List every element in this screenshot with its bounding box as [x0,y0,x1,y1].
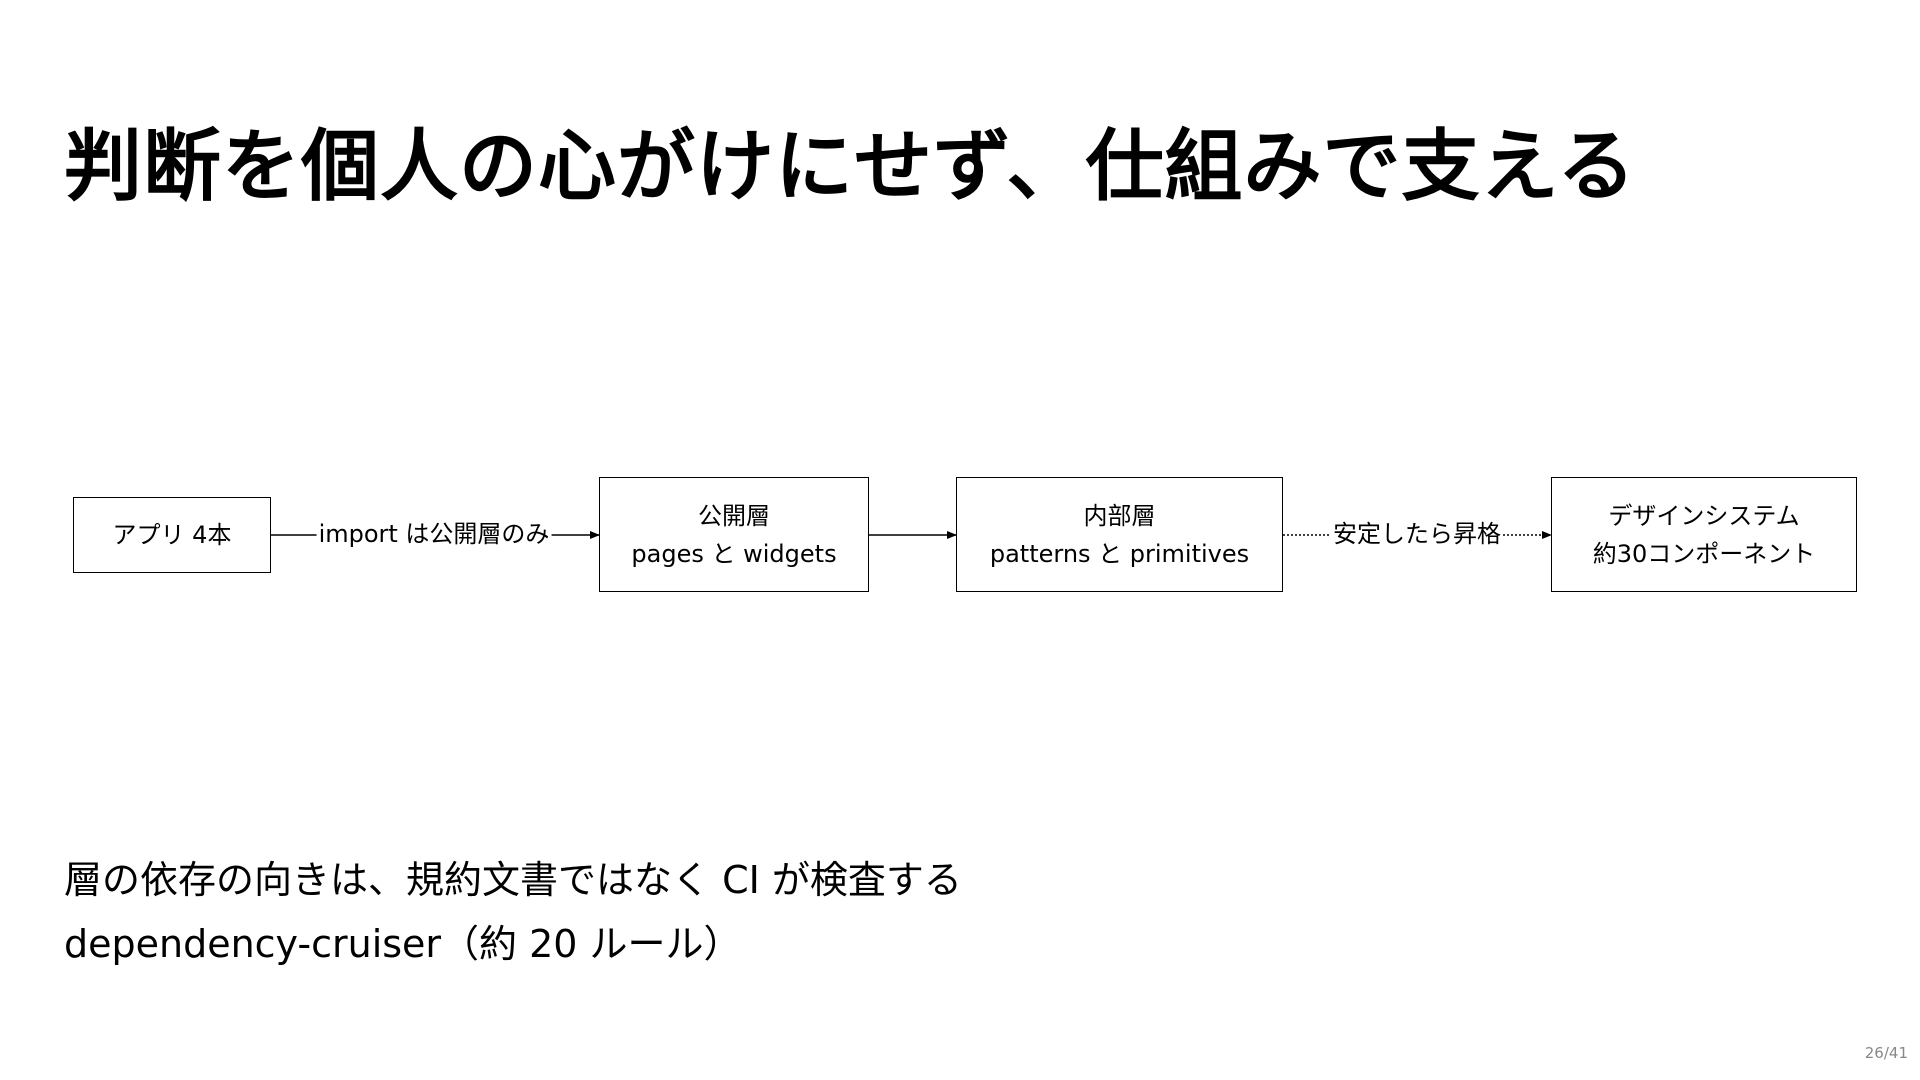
node-design-system-title: デザインシステム [1608,501,1800,530]
node-public-title: 公開層 [698,501,770,530]
page-current: 26 [1864,1044,1884,1062]
page-number: 26/41 [1865,1044,1908,1062]
edge-label-internal-to-design-system: 安定したら昇格 [1331,519,1503,549]
node-app-label: アプリ 4本 [112,521,232,549]
note-line-ci-check: 層の依存の向きは、規約文書ではなく CI が検査する [64,858,962,902]
node-design-system-detail: 約30コンポーネント [1592,539,1816,568]
note-line-dependency-cruiser: dependency-cruiser（約 20 ルール） [64,922,742,966]
node-public-detail: pages と widgets [631,539,837,568]
node-internal-title: 内部層 [1083,501,1156,530]
node-internal-detail: patterns と primitives [989,539,1250,568]
slide-title: 判断を個人の心がけにせず、仕組みで支える [64,122,1637,212]
notes-block: 層の依存の向きは、規約文書ではなく CI が検査する dependency-cr… [64,848,962,976]
node-internal-layer: 内部層 patterns と primitives [956,477,1283,592]
page-separator: / [1883,1044,1889,1062]
edge-label-app-to-public: import は公開層のみ [316,519,552,549]
node-app: アプリ 4本 [73,497,271,573]
node-design-system: デザインシステム 約30コンポーネント [1551,477,1857,592]
page-total: 41 [1888,1044,1908,1062]
node-public-layer: 公開層 pages と widgets [599,477,869,592]
